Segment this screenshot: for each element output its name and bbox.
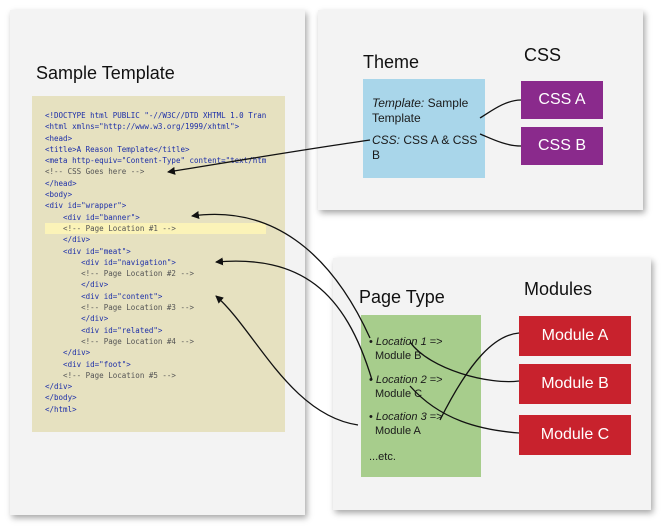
code-line: <div id="banner"> <box>45 212 140 222</box>
code-line: <!-- Page Location #1 --> <box>45 222 267 235</box>
code-line: </div> <box>45 314 109 324</box>
etc-label: ...etc. <box>369 451 396 463</box>
code-line: <!-- Page Location #3 --> <box>45 303 195 313</box>
theme-heading: Theme <box>363 52 420 72</box>
code-line: <div id="content"> <box>45 291 163 301</box>
modules-heading: Modules <box>524 279 593 299</box>
code-line: </div> <box>45 235 91 245</box>
code-line: <div id="meat"> <box>45 246 131 256</box>
pagetype-heading: Page Type <box>359 287 445 307</box>
code-line: <div id="related"> <box>45 325 163 335</box>
code-line: <!-- Page Location #5 --> <box>45 370 176 380</box>
code-line: </body> <box>45 393 77 403</box>
code-line: <!-- Page Location #4 --> <box>45 336 195 346</box>
location-entry-1: • Location 1 =>Module B <box>369 336 443 362</box>
module-c-box: Module C <box>519 415 631 455</box>
code-line: <meta http-equiv="Content-Type" content=… <box>45 156 267 166</box>
code-line: <!-- CSS Goes here --> <box>45 167 145 177</box>
code-line: <div id="navigation"> <box>45 257 176 267</box>
code-line: </div> <box>45 348 91 358</box>
location-entry-2: • Location 2 =>Module C <box>369 374 443 400</box>
code-line: <div id="wrapper"> <box>45 201 127 211</box>
location-entry-3: • Location 3 =>Module A <box>369 411 443 437</box>
code-line: </head> <box>45 178 77 188</box>
template-heading: Sample Template <box>36 63 175 83</box>
code-line: <div id="foot"> <box>45 359 131 369</box>
module-a-box: Module A <box>519 316 631 356</box>
pagetype-box: • Location 1 =>Module B • Location 2 =>M… <box>361 315 481 477</box>
theme-css-line: CSS: CSS A & CSS B <box>372 133 478 162</box>
code-line: <!DOCTYPE html PUBLIC "-//W3C//DTD XHTML… <box>45 111 267 120</box>
theme-template-line: Template: Sample Template <box>372 96 469 125</box>
code-line: <title>A Reason Template</title> <box>45 144 190 154</box>
code-line: <body> <box>45 190 73 200</box>
code-line: </div> <box>45 382 73 392</box>
code-line: </html> <box>45 404 77 414</box>
code-line: <head> <box>45 133 73 143</box>
code-listing: <!DOCTYPE html PUBLIC "-//W3C//DTD XHTML… <box>32 96 285 432</box>
code-line: <!-- Page Location #2 --> <box>45 269 195 279</box>
code-lines: <!DOCTYPE html PUBLIC "-//W3C//DTD XHTML… <box>45 110 267 415</box>
css-heading: CSS <box>524 45 562 65</box>
code-line: <html xmlns="http://www.w3.org/1999/xhtm… <box>45 122 240 132</box>
theme-box: Template: Sample Template CSS: CSS A & C… <box>363 79 485 178</box>
css-a-box: CSS A <box>521 81 603 119</box>
module-b-box: Module B <box>519 364 631 404</box>
code-line: </div> <box>45 280 109 290</box>
css-b-box: CSS B <box>521 127 603 165</box>
